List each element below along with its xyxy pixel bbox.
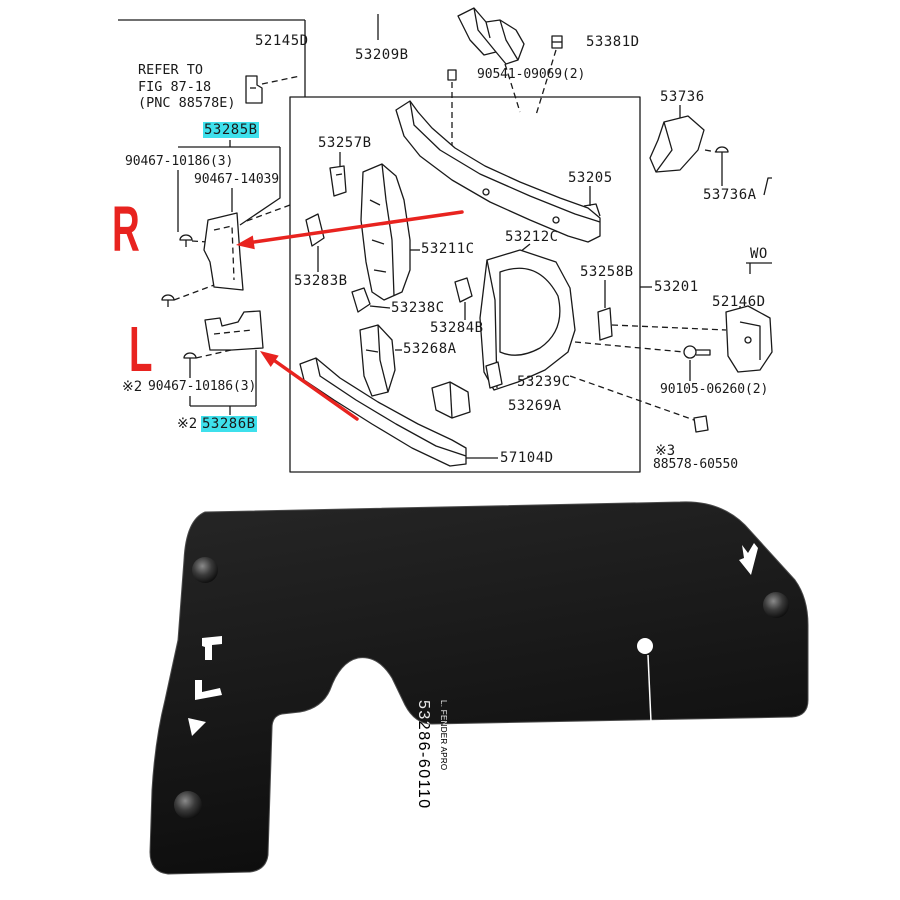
cutout-tab xyxy=(195,680,222,700)
callout-label: 53381D xyxy=(586,34,640,50)
highlighted-callout-right: 53285B xyxy=(203,122,259,138)
right-seal-53285B-drawing xyxy=(161,212,244,307)
callout-label: 52146D xyxy=(712,294,766,310)
side-panel-53212C-drawing xyxy=(479,249,576,391)
callout-label: 90467-10186(3) xyxy=(125,154,234,169)
arrow-to-left-seal xyxy=(260,351,359,421)
callout-label: 53239C xyxy=(517,374,571,390)
part-53269A-drawing xyxy=(431,381,471,419)
callout-label: 53283B xyxy=(294,273,348,289)
callout-label: 53284B xyxy=(430,320,484,336)
callout-label: 53268A xyxy=(403,341,457,357)
callout-label: 53736A xyxy=(703,187,757,203)
diagram-linework xyxy=(118,7,773,473)
callout-label: 53212C xyxy=(505,229,559,245)
cutout-arrow xyxy=(739,543,758,575)
hood-lock-bracket-drawing xyxy=(457,7,525,65)
callout-label: 53201 xyxy=(654,279,699,295)
callout-label: 53209B xyxy=(355,47,409,63)
bracket-52146D-drawing xyxy=(725,305,773,373)
dashed-guide-lines xyxy=(173,49,727,421)
part-88578-drawing xyxy=(693,415,709,433)
part-53257B-drawing xyxy=(329,165,347,197)
rivet-clip xyxy=(763,592,789,618)
panel-part-number: 53286-60110 xyxy=(415,700,432,810)
callout-label: 53257B xyxy=(318,135,372,151)
rivet-clip xyxy=(192,557,218,583)
refer-note-line: REFER TO xyxy=(138,62,204,78)
part-53283B-drawing xyxy=(305,213,325,247)
part-53268A-drawing xyxy=(359,324,396,397)
highlighted-callout-left: 53286B xyxy=(201,416,257,432)
note-mark: ※2 xyxy=(122,379,143,395)
callout-label: 90467-10186(3) xyxy=(148,379,257,394)
panel-slit xyxy=(647,654,652,723)
callout-label: 53258B xyxy=(580,264,634,280)
side-member-53211C-drawing xyxy=(360,163,411,301)
assembly-frame xyxy=(289,96,641,473)
refer-note-line: (PNC 88578E) xyxy=(138,95,236,111)
callout-label: 90541-09069(2) xyxy=(477,67,586,82)
callout-label: 53736 xyxy=(660,89,705,105)
callout-label: 57104D xyxy=(500,450,554,466)
panel-part-name: L. FENDER APRO xyxy=(439,700,448,771)
product-photo-panel xyxy=(149,501,809,875)
cutout-tab xyxy=(202,636,222,660)
callout-label: 53238C xyxy=(391,300,445,316)
note-mark: ※2 xyxy=(177,416,198,432)
panel-body xyxy=(149,501,809,875)
bolt-90105-drawing xyxy=(683,345,711,359)
callout-label: 53269A xyxy=(508,398,562,414)
cutout-triangle xyxy=(188,718,206,736)
note-mark: ※3 xyxy=(655,443,676,459)
leader-lines xyxy=(118,14,772,459)
side-label-right: R xyxy=(112,193,140,265)
refer-clip-drawing xyxy=(245,75,263,104)
arrow-to-right-seal xyxy=(236,210,464,250)
part-53284B-drawing xyxy=(454,277,473,303)
bolt-53381D-drawing xyxy=(551,35,563,49)
upper-support-53205-drawing xyxy=(395,100,601,243)
callout-label: 53211C xyxy=(421,241,475,257)
panel-53736-drawing xyxy=(649,115,705,173)
callout-label: 90105-06260(2) xyxy=(660,382,769,397)
lower-support-57104D-drawing xyxy=(299,357,467,467)
rivet-clip xyxy=(174,791,202,819)
callout-label: 88578-60550 xyxy=(653,457,738,472)
callout-label: 53205 xyxy=(568,170,613,186)
refer-note-line: FIG 87-18 xyxy=(138,79,212,95)
left-seal-53286B-drawing xyxy=(183,310,264,364)
side-label-left: L xyxy=(129,313,153,385)
clip-53736A-drawing xyxy=(715,146,772,196)
callout-label: 52145D xyxy=(255,33,309,49)
callout-label: 90467-14039 xyxy=(194,172,279,187)
clip-90541-drawing xyxy=(447,69,457,81)
panel-hole xyxy=(637,638,653,654)
part-53239C-drawing xyxy=(485,361,503,389)
part-53238C-drawing xyxy=(351,287,371,313)
part-53258B-drawing xyxy=(597,307,613,341)
callout-label: WO xyxy=(750,246,768,262)
